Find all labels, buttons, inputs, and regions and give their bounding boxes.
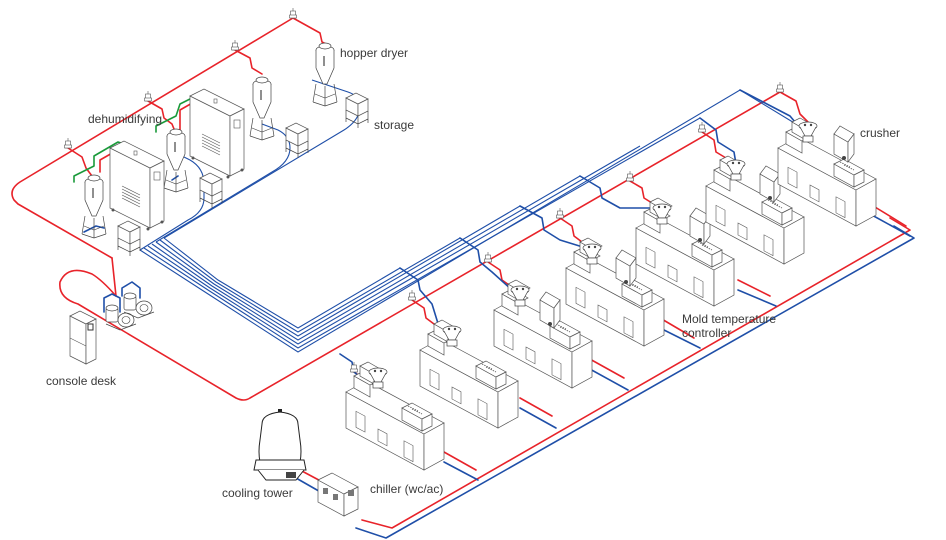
label-mold-temperature-line1: Mold temperature <box>682 312 777 326</box>
label-dehumidifying: dehumidifying <box>88 112 163 126</box>
valve-icon <box>144 90 152 102</box>
valve-icon <box>626 170 634 182</box>
valve-icon <box>64 137 72 149</box>
console-desk <box>69 310 97 365</box>
pump-connection <box>103 281 141 313</box>
label-console-desk: console desk <box>46 374 117 388</box>
chilled-water-return <box>295 213 915 539</box>
chilled-water-supply <box>299 203 911 529</box>
valve-icon <box>408 289 416 301</box>
valve-icon <box>484 251 492 263</box>
label-storage: storage <box>374 118 415 132</box>
line-valves <box>64 7 784 373</box>
valve-icon <box>776 81 784 93</box>
label-cooling-tower: cooling tower <box>222 486 293 500</box>
hopper-dryer-2 <box>249 76 309 159</box>
label-crusher: crusher <box>860 126 901 140</box>
label-mold-temperature-controller: Mold temperature controller <box>682 312 776 340</box>
valve-icon <box>698 121 706 133</box>
chiller <box>317 472 359 517</box>
label-hopper-dryer: hopper dryer <box>340 46 409 60</box>
valve-icon <box>556 207 564 219</box>
dehumidifying-dryer-2 <box>163 88 245 209</box>
material-line-bundle <box>139 79 797 353</box>
valve-icon <box>231 39 239 51</box>
cooling-tower <box>253 409 307 481</box>
label-chiller: chiller (wc/ac) <box>370 482 444 496</box>
label-mold-temperature-line2: controller <box>682 326 732 340</box>
valve-icon <box>289 7 297 19</box>
vacuum-line-main <box>11 17 809 401</box>
